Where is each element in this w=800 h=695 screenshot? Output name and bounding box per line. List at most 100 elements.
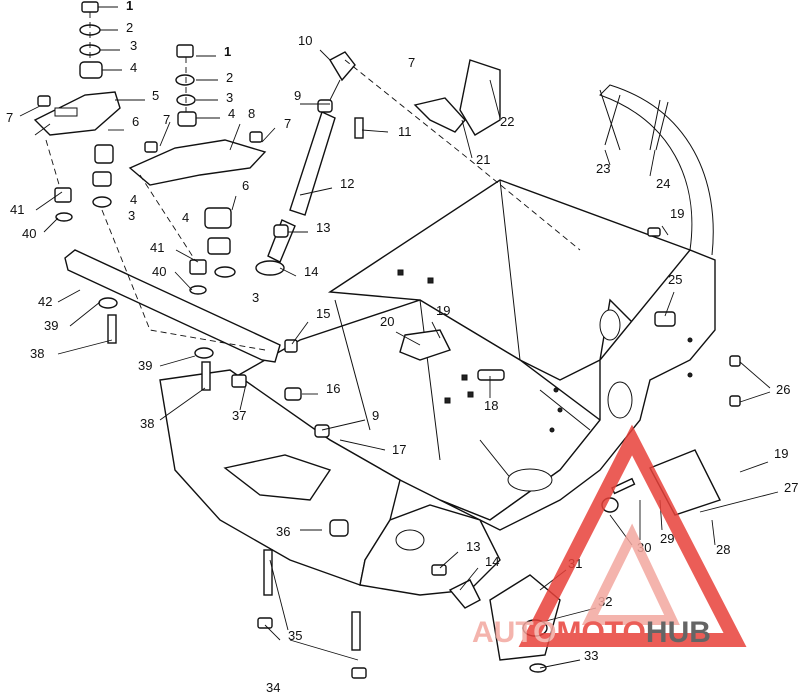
callout-37: 37 — [232, 408, 246, 423]
leader-line — [361, 129, 389, 133]
leader-line — [739, 461, 769, 473]
callout-10: 10 — [298, 33, 312, 48]
leader-line — [661, 225, 669, 236]
leader-line — [261, 127, 276, 143]
callout-8: 8 — [248, 106, 255, 121]
callout-38: 38 — [140, 416, 154, 431]
leader-line — [299, 187, 333, 196]
leader-line — [69, 301, 101, 327]
callout-25: 25 — [668, 272, 682, 287]
leader-line — [459, 567, 479, 591]
watermark-triangle-inner — [581, 523, 680, 625]
callout-7: 7 — [6, 110, 13, 125]
callout-22: 22 — [500, 114, 514, 129]
watermark-word-moto: MOTO — [556, 616, 645, 649]
watermark-word-auto: AUTO — [472, 616, 556, 649]
watermark-word-hub: HUB — [646, 616, 711, 649]
callout-1: 1 — [126, 0, 133, 13]
leader-line — [431, 321, 441, 339]
leader-line — [159, 355, 196, 367]
callout-2: 2 — [126, 20, 133, 35]
callout-14: 14 — [485, 554, 499, 569]
callout-27: 27 — [784, 480, 798, 495]
leader-line — [291, 321, 309, 345]
callout-6: 6 — [132, 114, 139, 129]
left-linkage-stack — [33, 1, 281, 391]
callout-4: 4 — [130, 192, 137, 207]
callout-16: 16 — [326, 381, 340, 396]
callout-15: 15 — [316, 306, 330, 321]
leader-line — [604, 149, 611, 166]
callout-28: 28 — [716, 542, 730, 557]
leader-line — [231, 195, 237, 211]
leader-line — [174, 271, 193, 291]
callout-3: 3 — [226, 90, 233, 105]
watermark-triangle-outer — [518, 424, 747, 647]
leader-line — [19, 105, 41, 117]
leader-line — [461, 119, 473, 159]
callout-2: 2 — [226, 70, 233, 85]
leader-line — [339, 439, 386, 451]
leader-line — [175, 249, 199, 263]
callout-40: 40 — [152, 264, 166, 279]
leader-line — [649, 149, 656, 177]
leader-line — [35, 191, 63, 211]
leader-line — [34, 123, 51, 136]
callout-7: 7 — [284, 116, 291, 131]
callout-23: 23 — [596, 161, 610, 176]
callout-33: 33 — [584, 648, 598, 663]
callout-1: 1 — [224, 44, 231, 59]
callout-4: 4 — [130, 60, 137, 75]
callout-5: 5 — [152, 88, 159, 103]
leader-line — [229, 123, 241, 151]
callout-4: 4 — [182, 210, 189, 225]
callout-3: 3 — [130, 38, 137, 53]
callout-26: 26 — [776, 382, 790, 397]
callout-18: 18 — [484, 398, 498, 413]
callout-39: 39 — [44, 318, 58, 333]
callout-9: 9 — [372, 408, 379, 423]
callout-42: 42 — [38, 294, 52, 309]
leader-line — [43, 217, 59, 233]
leader-line — [57, 289, 81, 303]
callout-35: 35 — [288, 628, 302, 643]
leader-line — [269, 559, 289, 631]
callout-41: 41 — [150, 240, 164, 255]
callout-13: 13 — [316, 220, 330, 235]
callout-38: 38 — [30, 346, 44, 361]
leader-line — [439, 551, 459, 569]
callout-11: 11 — [398, 124, 412, 139]
callout-29: 29 — [660, 531, 674, 546]
leader-line — [319, 49, 331, 61]
callout-19: 19 — [436, 303, 450, 318]
leader-line — [699, 491, 779, 513]
callout-21: 21 — [476, 152, 490, 167]
callout-13: 13 — [466, 539, 480, 554]
shock-assembly — [255, 51, 581, 276]
leader-line — [264, 624, 281, 641]
callout-41: 41 — [10, 202, 24, 217]
svg-text:AUTOMOTOHUB: AUTOMOTOHUB — [472, 616, 711, 649]
leader-line — [539, 659, 581, 669]
callout-7: 7 — [163, 112, 170, 127]
callout-3: 3 — [252, 290, 259, 305]
leader-line — [289, 639, 359, 661]
callout-7: 7 — [408, 55, 415, 70]
callout-24: 24 — [656, 176, 670, 191]
leader-line — [739, 391, 771, 403]
callout-19: 19 — [774, 446, 788, 461]
callout-20: 20 — [380, 314, 394, 329]
leader-line — [159, 387, 206, 421]
callout-14: 14 — [304, 264, 318, 279]
leader-line — [541, 607, 597, 623]
leader-line — [664, 291, 675, 317]
leader-line — [239, 383, 247, 411]
leader-line — [739, 361, 771, 389]
leader-line — [159, 121, 171, 147]
callout-6: 6 — [242, 178, 249, 193]
leader-line — [279, 267, 297, 277]
leader-line — [711, 519, 716, 546]
